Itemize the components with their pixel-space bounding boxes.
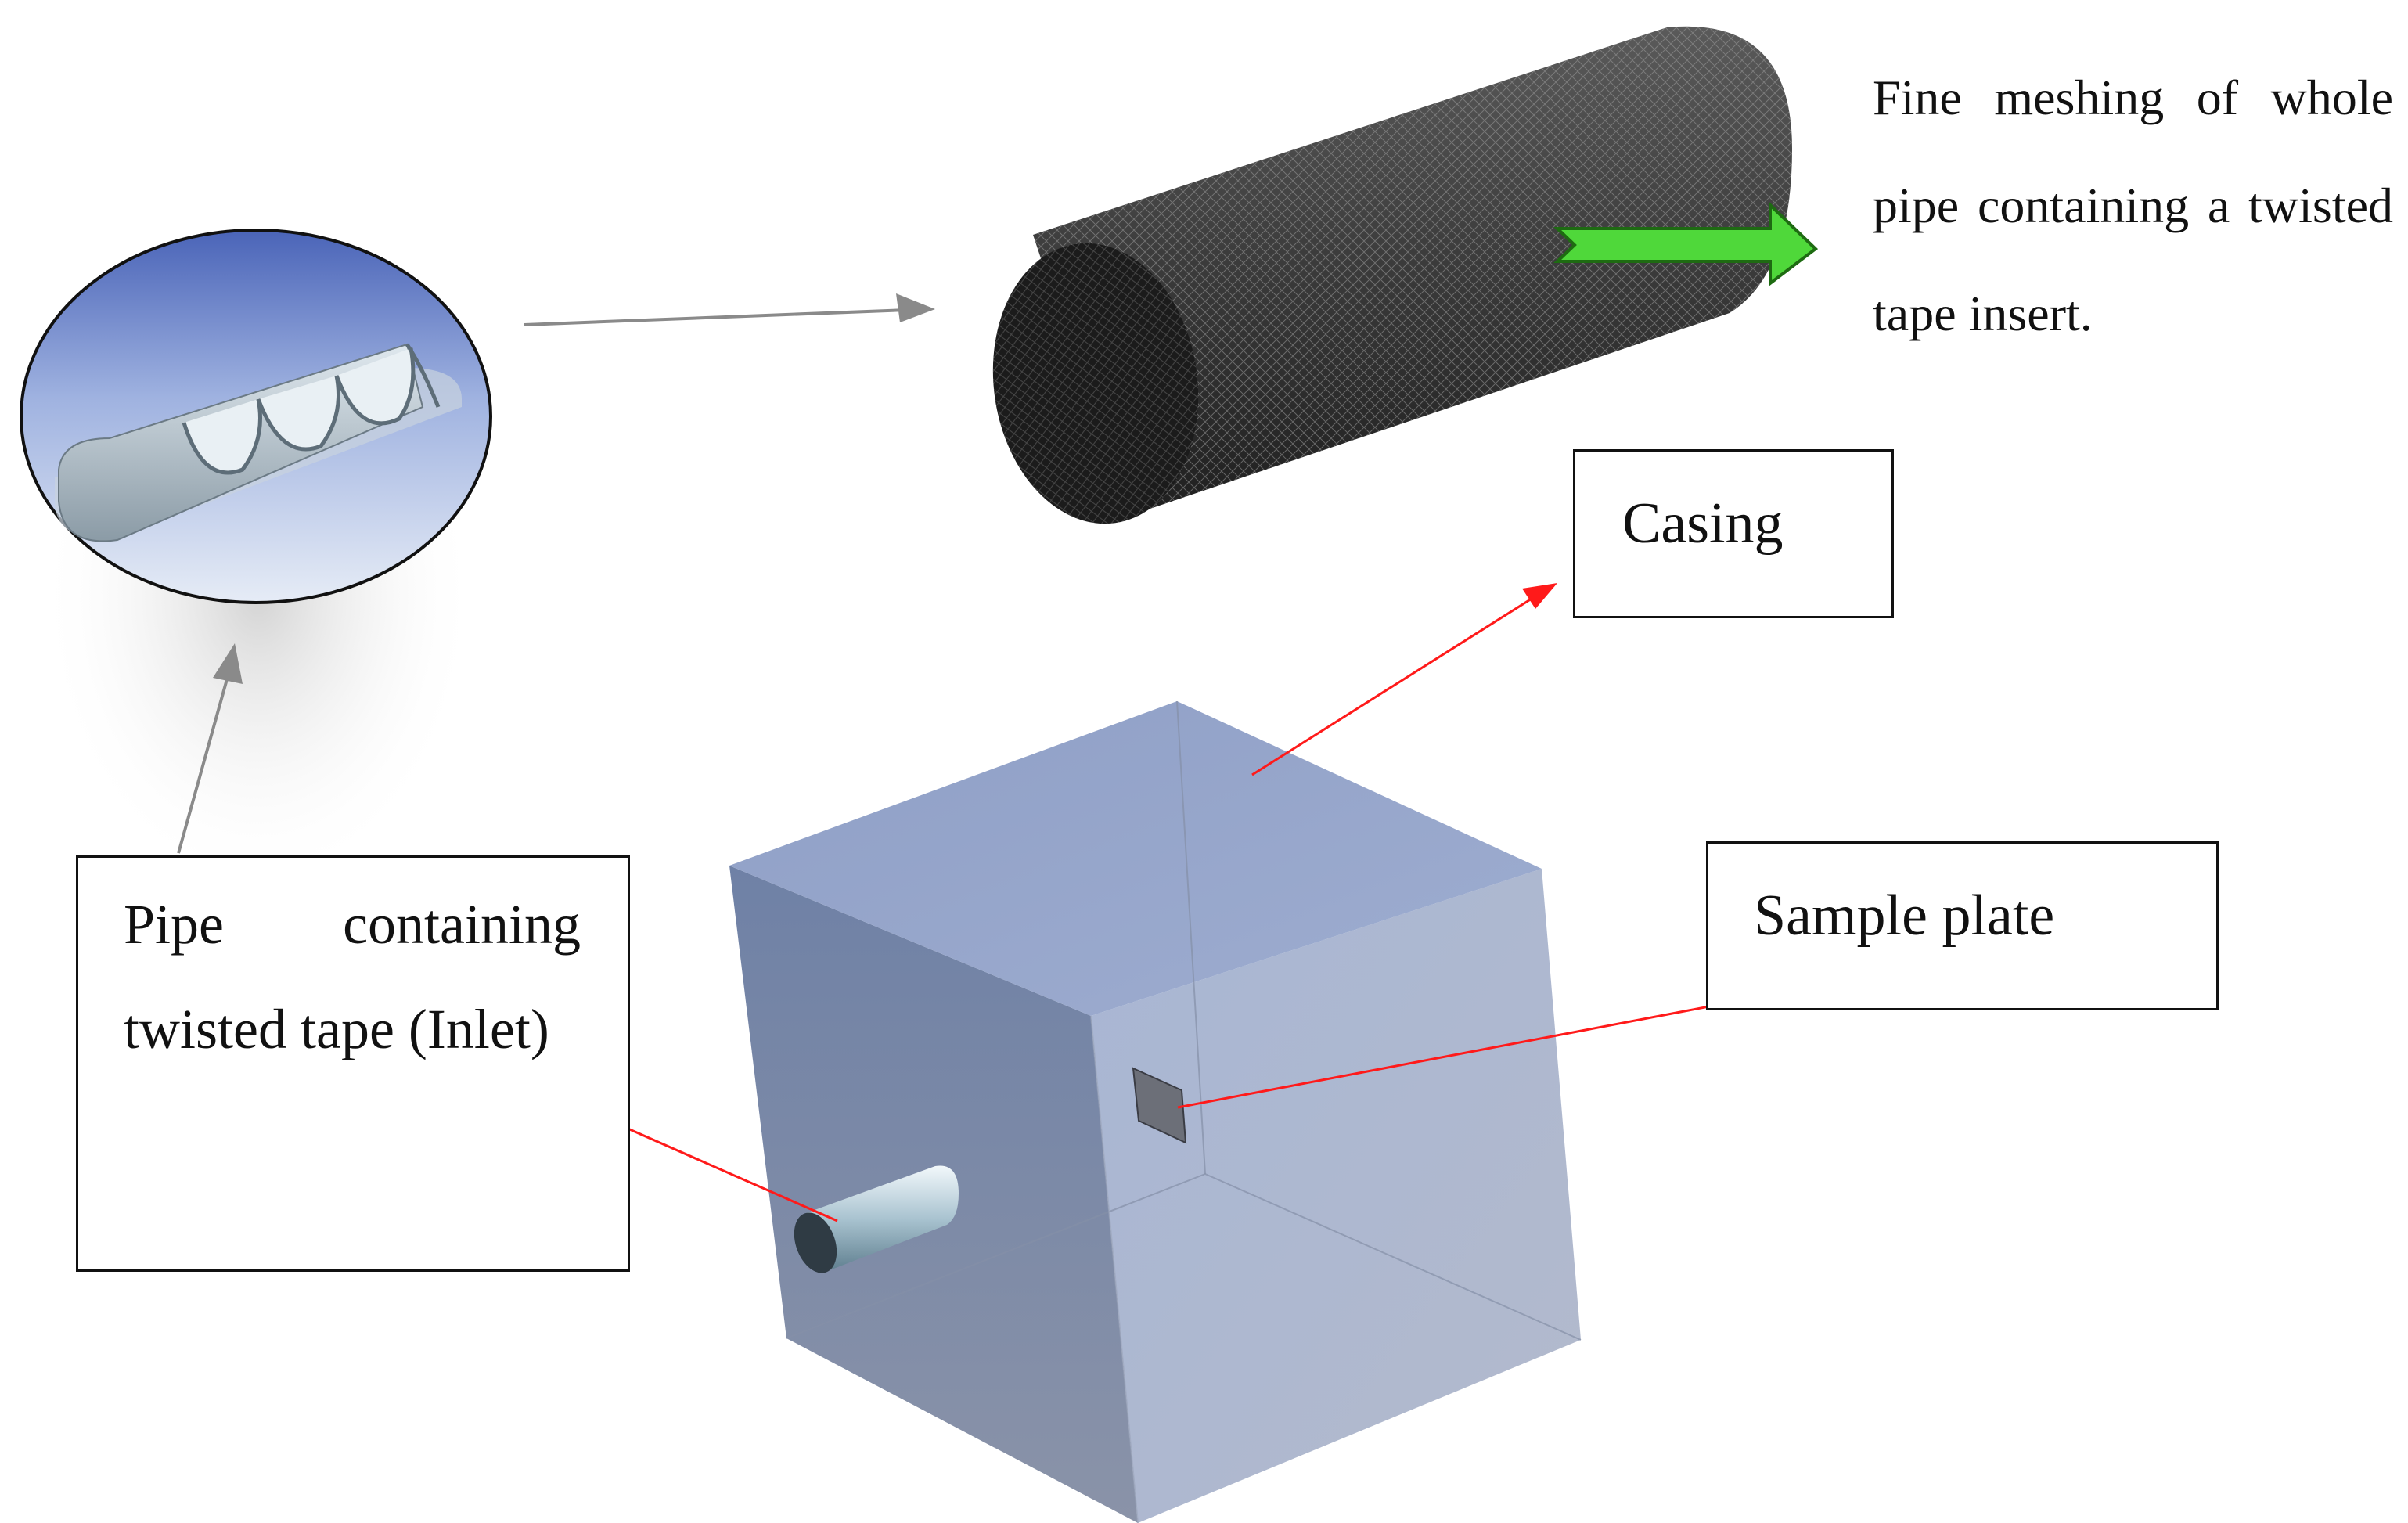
sample-plate-label-box: Sample plate (1706, 841, 2219, 1010)
arrow-to-inlet-label (606, 1118, 838, 1222)
pipe-containing-label-text: Pipe containing twisted tape (Inlet) (124, 893, 581, 1060)
arrow-to-casing (1251, 593, 1539, 776)
inlet-pipe (794, 1165, 959, 1273)
meshed-pipe (992, 26, 1792, 524)
sample-plate (1132, 1067, 1187, 1144)
twisted-tape-zoom-inset (20, 229, 492, 604)
casing-top-face (729, 701, 1542, 1016)
arrow-label-to-inset (177, 664, 232, 854)
arrow-to-casing-head (1522, 583, 1557, 609)
fine-meshing-label: Fine meshing of whole pipe containing a … (1873, 70, 2393, 341)
pipe-containing-label-box: Pipe containing twisted tape (Inlet) (76, 855, 630, 1272)
sample-plate-label-text: Sample plate (1754, 884, 2055, 948)
arrow-label-to-inset-head (213, 643, 243, 684)
casing-right-face (1091, 869, 1581, 1523)
flow-direction-arrow (1553, 201, 1819, 287)
arrow-inset-to-mesh-head (896, 293, 935, 322)
casing-label-box: Casing (1573, 449, 1894, 618)
arrow-inset-to-mesh (524, 308, 928, 326)
casing-label-text: Casing (1622, 491, 1784, 556)
